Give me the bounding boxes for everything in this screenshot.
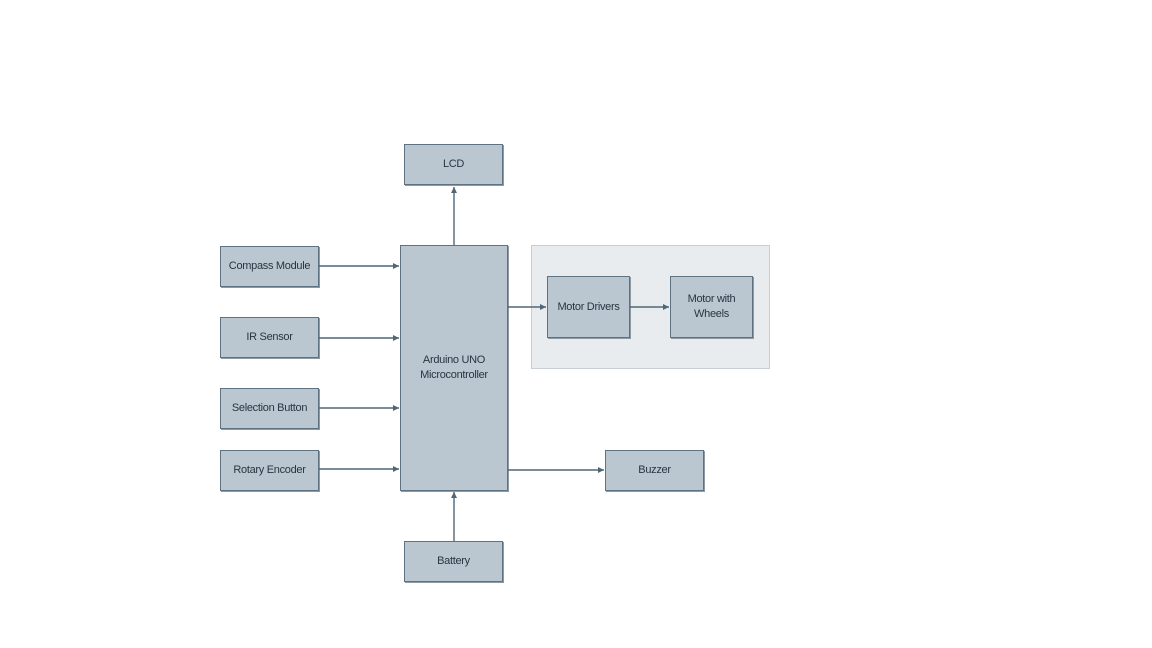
lcd-label: LCD [442, 158, 465, 170]
buzzer-label: Buzzer [638, 464, 671, 476]
compass-module-block: Compass Module [220, 246, 319, 287]
rotary-encoder-label: Rotary Encoder [233, 464, 306, 476]
microcontroller-label-line2: Microcontroller [420, 369, 488, 381]
compass-module-label: Compass Module [228, 260, 311, 272]
selection-button-block: Selection Button [220, 388, 319, 429]
battery-block: Battery [404, 541, 503, 582]
lcd-block: LCD [404, 144, 503, 185]
motor-with-wheels-label-line2: Wheels [694, 308, 729, 320]
motor-with-wheels-label-line1: Motor with [687, 293, 736, 305]
microcontroller-label-line1: Arduino UNO [422, 354, 486, 366]
rotary-encoder-block: Rotary Encoder [220, 450, 319, 491]
motor-drivers-label: Motor Drivers [557, 300, 620, 313]
ir-sensor-label: IR Sensor [246, 331, 293, 343]
ir-sensor-block: IR Sensor [220, 317, 319, 358]
microcontroller-block: Arduino UNO Microcontroller [400, 245, 508, 491]
motor-drivers-block: Motor Drivers [547, 276, 630, 338]
selection-button-label: Selection Button [231, 402, 308, 414]
battery-label: Battery [437, 555, 470, 567]
buzzer-block: Buzzer [605, 450, 704, 491]
motor-with-wheels-block: Motor with Wheels [670, 276, 753, 338]
